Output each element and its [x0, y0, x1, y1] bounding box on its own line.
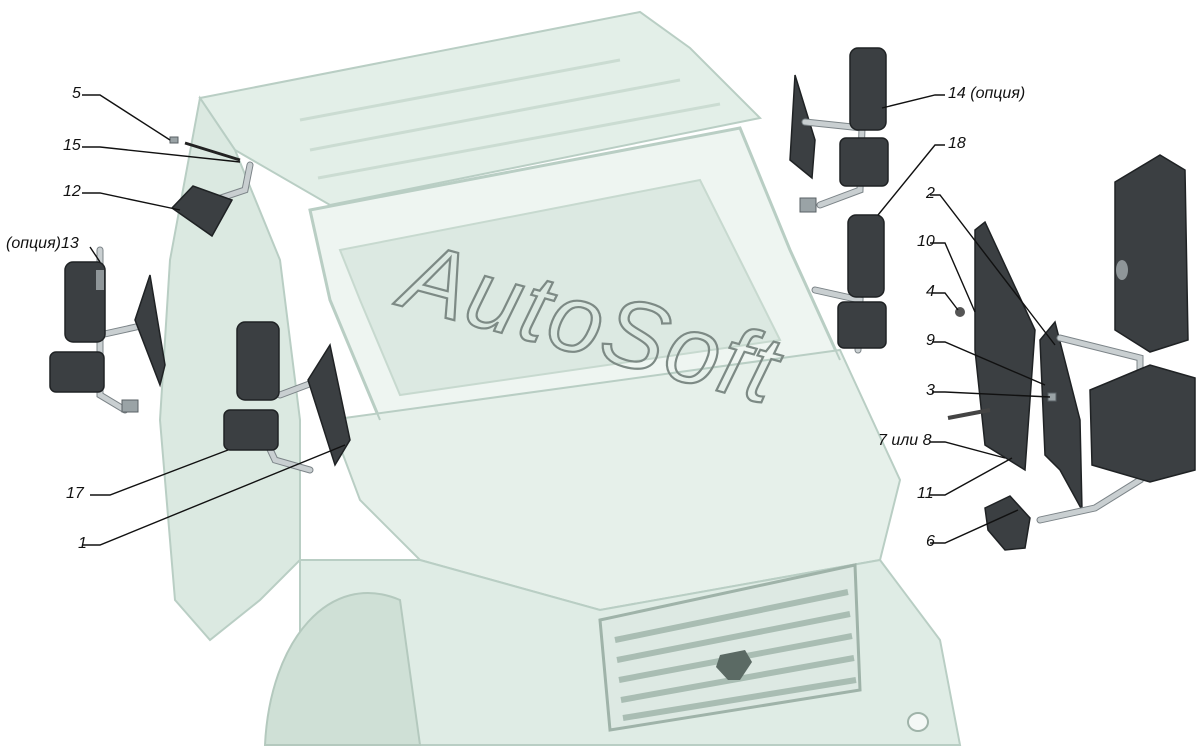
callout-3: 3: [926, 382, 935, 399]
callout-12: 12: [63, 183, 81, 200]
part-18-lower-mirror: [837, 301, 887, 349]
right-exploded-mirror: [947, 154, 1196, 551]
callout-labels: 5 15 12 (опция)13 17 1 14 (опция) 18 2 1…: [6, 85, 1025, 552]
leader-3: [932, 391, 1051, 398]
part-6-lamp: [984, 495, 1031, 551]
part-5-plug: [169, 136, 179, 144]
leader-13: [89, 246, 101, 263]
leader-6: [930, 509, 1019, 544]
part-right-lower-mirror: [1089, 364, 1196, 483]
part-14-upper-mirror: [849, 47, 887, 131]
a-pillar-right: [739, 127, 841, 361]
leader-9: [932, 341, 1046, 386]
mounted-left-mirror: [223, 321, 351, 474]
leader-11: [930, 457, 1013, 496]
callout-14: 14 (опция): [948, 85, 1025, 102]
leader-12: [82, 192, 181, 211]
callout-9: 9: [926, 332, 935, 349]
leader-15: [82, 146, 241, 163]
part-13-lower-mirror: [49, 351, 105, 393]
callout-7-8: 7 или 8: [878, 432, 932, 449]
leader-1: [82, 444, 346, 546]
leader-lines: [82, 94, 1056, 546]
part-right-upper-mirror: [1114, 154, 1189, 353]
mounted-upper-mirror: [236, 321, 280, 401]
part-15-rod: [184, 141, 241, 162]
callout-17: 17: [66, 485, 85, 502]
callout-18: 18: [948, 135, 966, 152]
mounted-lower-mirror: [223, 409, 279, 451]
front-grille: [598, 563, 862, 732]
callout-4: 4: [926, 283, 935, 300]
wide-angle-mirror-group: [169, 136, 254, 238]
wheel-arch: [263, 592, 422, 746]
part-13-bracket: [134, 274, 166, 388]
part-14-lower-mirror: [839, 137, 889, 187]
right-mirror-18: [811, 214, 887, 354]
callout-6: 6: [926, 533, 935, 550]
leader-2: [930, 194, 1056, 346]
callout-15: 15: [63, 137, 81, 154]
roof-ribs: [299, 58, 721, 180]
callout-10: 10: [917, 233, 935, 250]
mounted-mirror-bracket: [307, 343, 351, 467]
callout-13: (опция)13: [6, 235, 79, 252]
callout-11: 11: [917, 485, 934, 502]
part-2-main-bracket: [1039, 320, 1083, 511]
fog-light: [907, 712, 929, 732]
brand-emblem: [716, 650, 752, 680]
part-12-wide-angle-mirror: [170, 185, 234, 238]
leader-4: [932, 292, 959, 311]
callout-2: 2: [925, 185, 935, 202]
callout-1: 1: [78, 535, 87, 552]
leader-5: [82, 94, 171, 141]
leader-17: [90, 449, 229, 496]
leader-14: [881, 94, 945, 109]
part-14-bracket: [789, 74, 816, 180]
a-pillar-left: [309, 209, 381, 421]
truck-cab-illustration: [158, 10, 962, 746]
part-13-upper-mirror: [64, 261, 106, 343]
part-10-base-plate: [974, 220, 1036, 472]
callout-5: 5: [72, 85, 81, 102]
top-right-exploded-mirror: [789, 47, 889, 213]
part-9-bolt: [947, 408, 991, 420]
cab-interior: [338, 178, 782, 397]
leader-18: [877, 144, 945, 216]
leader-7-8: [930, 441, 1006, 459]
leader-10: [930, 242, 976, 313]
part-18-upper-mirror: [847, 214, 885, 298]
left-exploded-mirror: [49, 246, 166, 414]
